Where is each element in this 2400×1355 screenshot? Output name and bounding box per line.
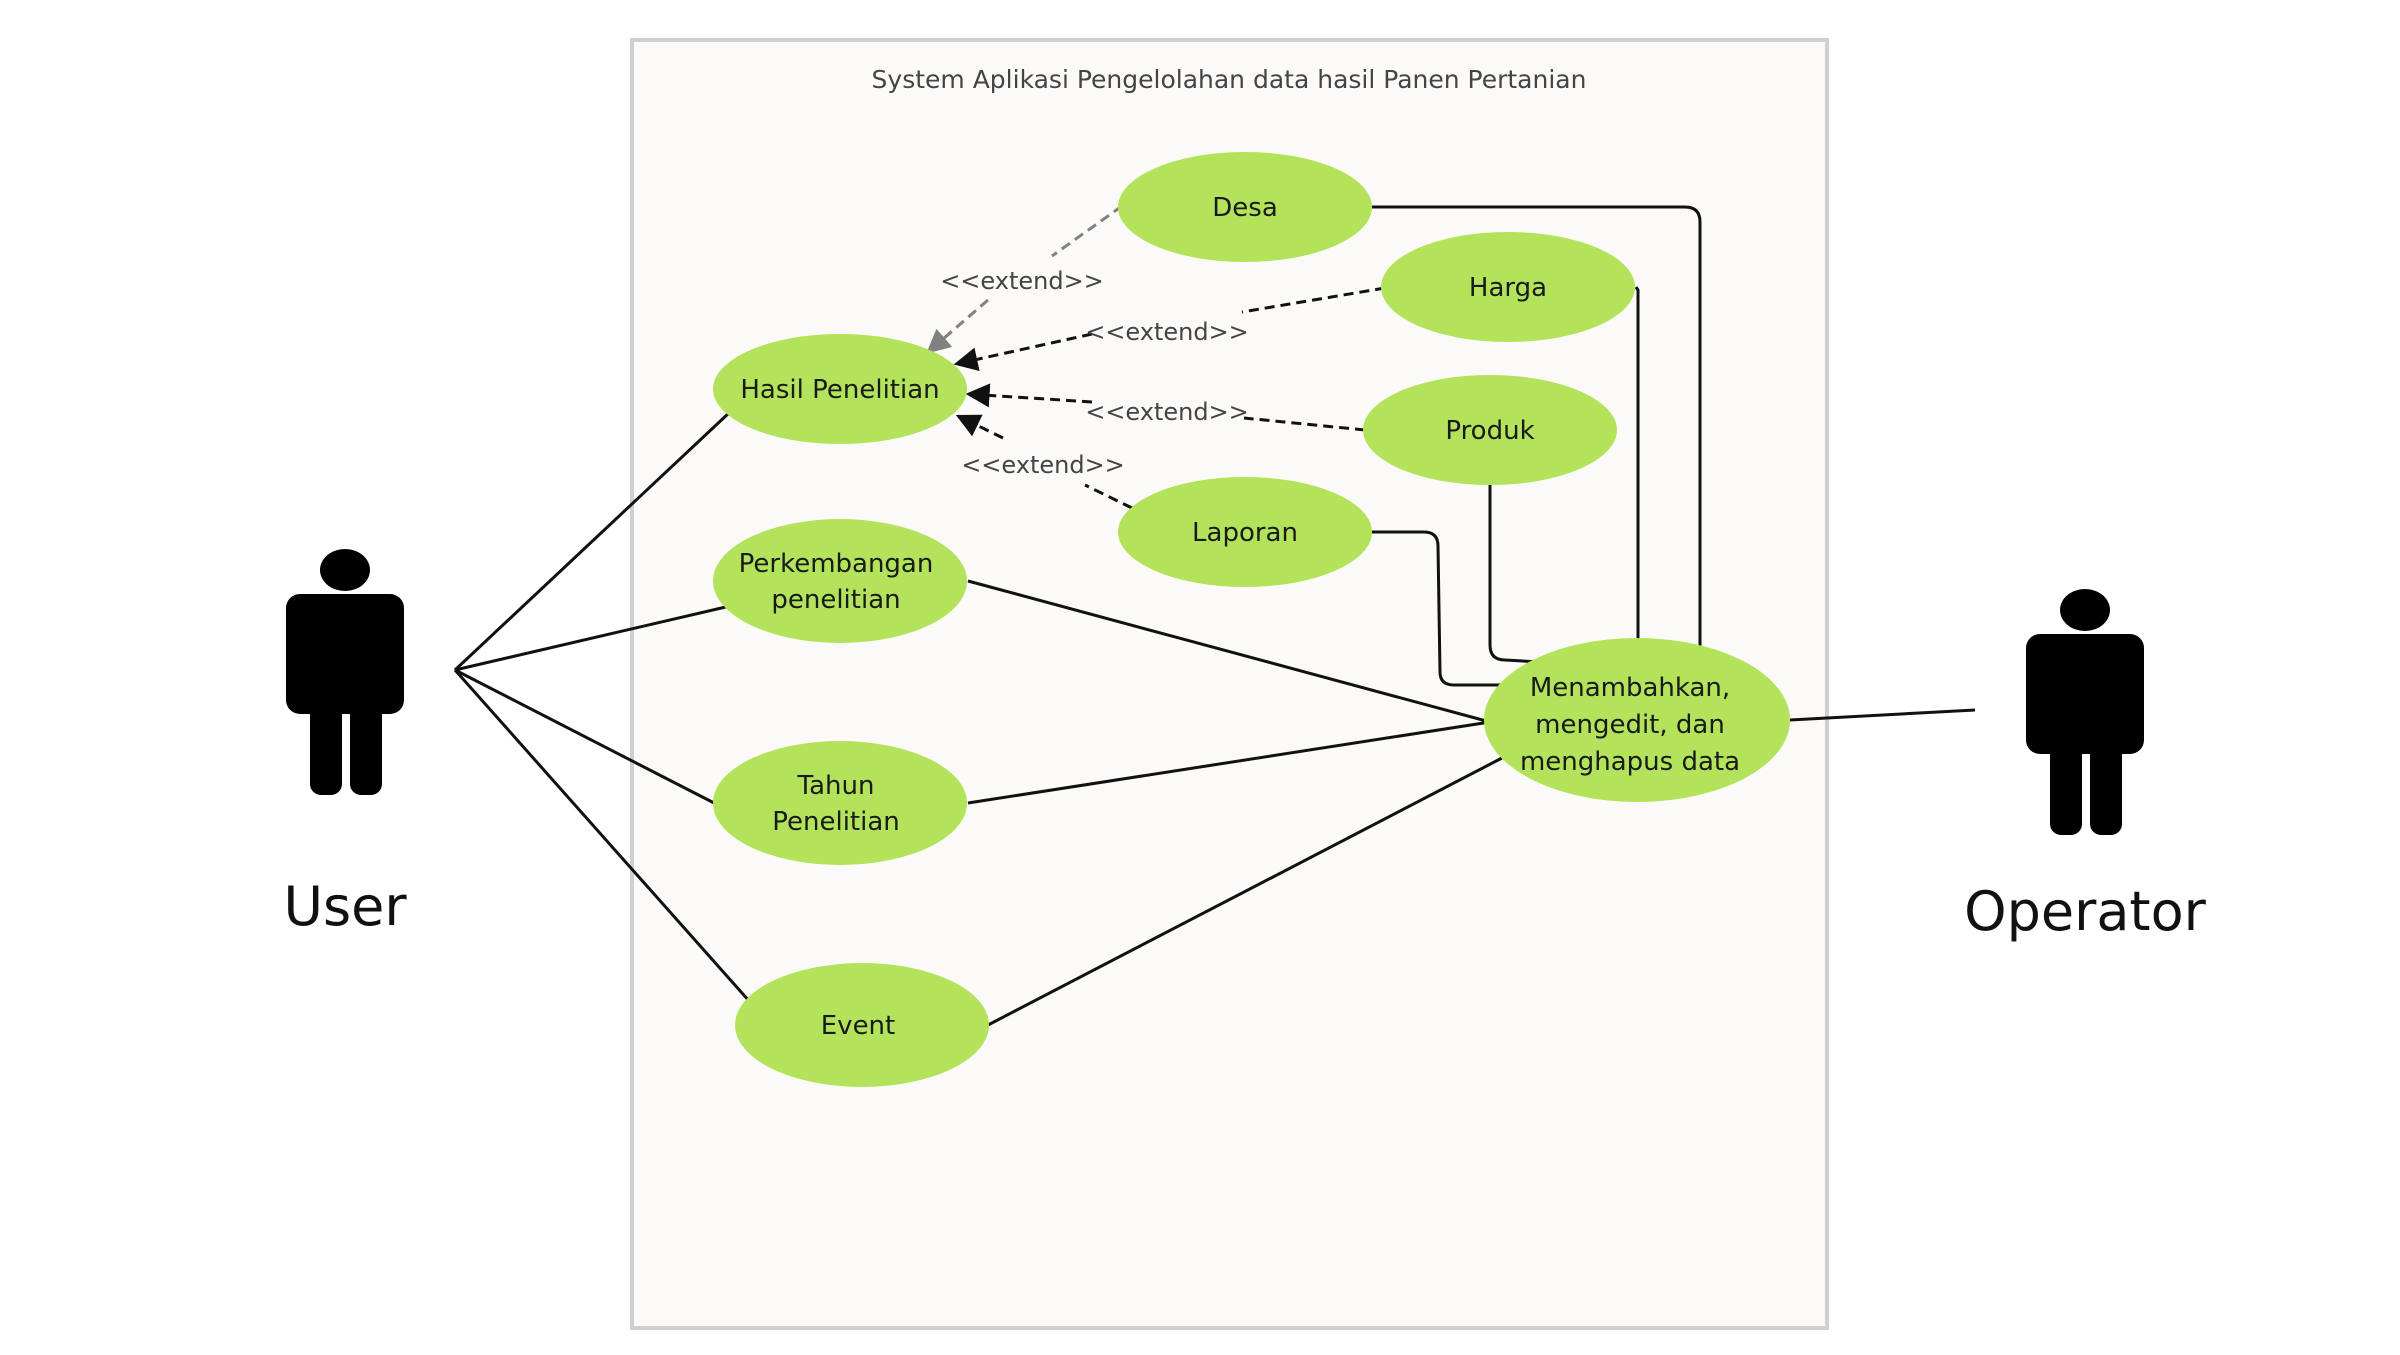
assoc-laporan-crud <box>1372 530 1502 687</box>
assoc-tahun-crud <box>967 720 1491 805</box>
extend-produk-hasil <box>968 394 1366 432</box>
extend-label-produk: <<extend>> <box>1085 398 1249 426</box>
use-case-crud-label-line2: mengedit, dan <box>1535 710 1725 740</box>
use-case-tahun-label-line2: Penelitian <box>772 807 900 837</box>
extend-harga-hasil <box>956 286 1386 364</box>
actor-operator-name: Operator <box>1964 880 2207 943</box>
assoc-user-event <box>453 669 752 1003</box>
use-case-laporan[interactable] <box>1118 477 1372 587</box>
use-case-desa[interactable] <box>1118 152 1372 262</box>
assoc-user-hasil <box>453 410 732 672</box>
use-case-event[interactable] <box>735 963 989 1087</box>
use-case-perkembangan-label-line1: Perkembangan <box>739 549 934 579</box>
use-case-desa-label: Desa <box>1212 193 1278 223</box>
extend-label-desa: <<extend>> <box>940 267 1104 295</box>
assoc-operator-crud <box>1789 708 1976 722</box>
assoc-produk-crud <box>1488 484 1541 664</box>
use-case-hasil-penelitian[interactable] <box>713 334 967 444</box>
extend-laporan-hasil <box>958 416 1133 510</box>
use-case-crud-label-line3: menghapus data <box>1520 747 1740 777</box>
use-case-laporan-label: Laporan <box>1192 518 1298 548</box>
assoc-perkembangan-crud <box>967 579 1491 724</box>
use-case-crud-data[interactable] <box>1484 638 1790 802</box>
assoc-event-crud <box>987 756 1503 1027</box>
use-case-produk-label: Produk <box>1445 416 1534 446</box>
actor-user-icon <box>286 549 404 795</box>
use-case-produk[interactable] <box>1363 375 1617 485</box>
use-case-harga[interactable] <box>1381 232 1635 342</box>
extend-label-laporan: <<extend>> <box>961 451 1125 479</box>
use-case-harga-label: Harga <box>1469 273 1547 303</box>
actor-operator-icon <box>2026 589 2144 835</box>
system-title: System Aplikasi Pengelolahan data hasil … <box>872 65 1587 94</box>
extend-label-harga: <<extend>> <box>1085 318 1249 346</box>
assoc-user-tahun <box>454 668 719 807</box>
use-case-tahun-label-line1: Tahun <box>797 771 875 801</box>
assoc-user-perkembangan <box>454 604 731 672</box>
actor-user-name: User <box>283 875 407 938</box>
use-case-hasil-label: Hasil Penelitian <box>740 375 939 405</box>
use-case-perkembangan-penelitian[interactable] <box>713 519 967 643</box>
assoc-desa-crud <box>1372 205 1702 650</box>
use-case-event-label: Event <box>821 1011 895 1041</box>
use-case-crud-label-line1: Menambahkan, <box>1530 673 1730 703</box>
assoc-harga-crud <box>1634 286 1640 640</box>
use-case-tahun-penelitian[interactable] <box>713 741 967 865</box>
use-case-perkembangan-label-line2: penelitian <box>771 585 900 615</box>
